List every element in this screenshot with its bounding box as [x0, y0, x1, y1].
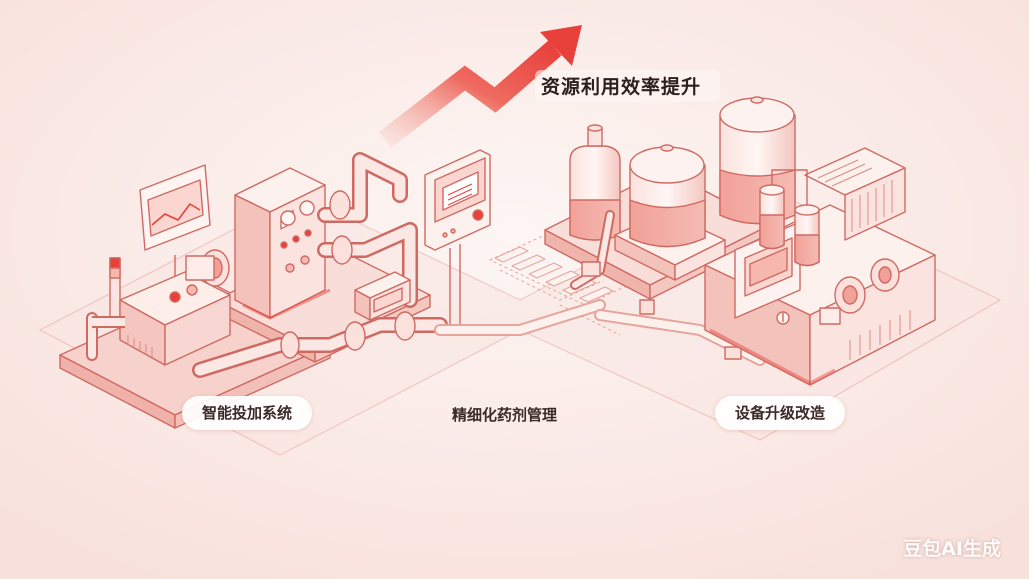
label-chemical-management: 精细化药剂管理	[452, 406, 558, 424]
label-smart-dosing: 智能投加系统	[182, 396, 313, 430]
watermark: 豆包AI生成	[903, 538, 1001, 560]
growth-arrow	[378, 25, 582, 148]
headline: 资源利用效率提升	[541, 76, 702, 98]
label-equipment-upgrade: 设备升级改造	[715, 396, 846, 430]
equipment-upgrade-illustration	[544, 96, 936, 386]
dosing-system-illustration	[59, 152, 448, 429]
chemical-management-illustration	[424, 149, 766, 366]
